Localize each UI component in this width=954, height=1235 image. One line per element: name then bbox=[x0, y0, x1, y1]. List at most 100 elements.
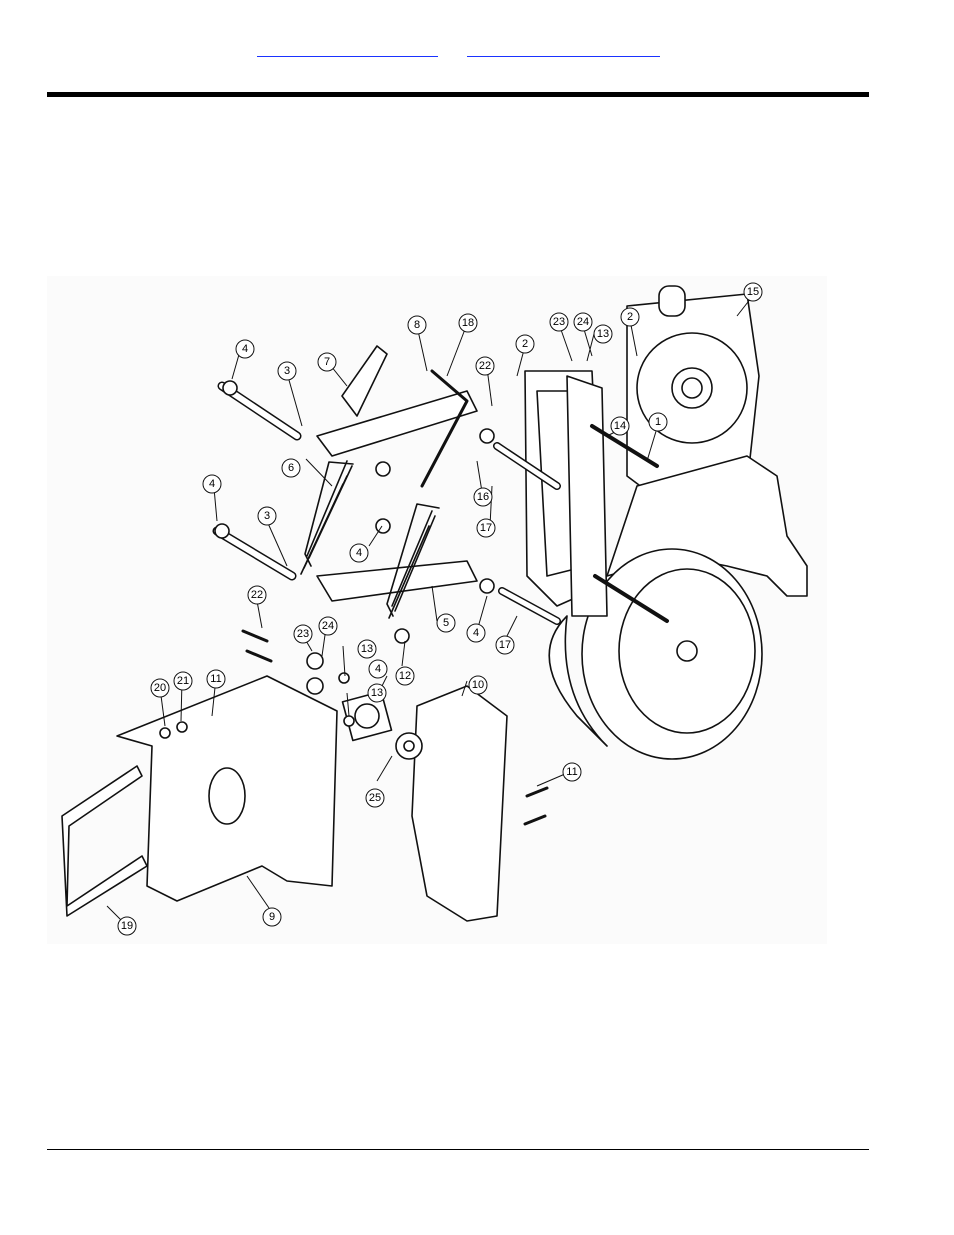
svg-text:1: 1 bbox=[655, 416, 661, 428]
parts-drawing: 1 2 2 3 3 4 4 4 4 4 5 6 7 8 9 10 11 11 1… bbox=[61, 282, 808, 936]
callout-3a: 3 bbox=[277, 361, 297, 381]
svg-text:9: 9 bbox=[269, 911, 275, 923]
callout-2b: 2 bbox=[515, 334, 535, 354]
svg-text:12: 12 bbox=[399, 670, 411, 682]
sprocket bbox=[395, 732, 423, 760]
callout-13c: 13 bbox=[593, 324, 613, 344]
svg-text:2: 2 bbox=[627, 311, 633, 323]
seed-disc bbox=[636, 332, 748, 444]
svg-text:11: 11 bbox=[566, 766, 577, 778]
callout-11a: 11 bbox=[206, 669, 226, 689]
callout-4b: 4 bbox=[202, 474, 222, 494]
meter-inlet bbox=[658, 285, 686, 317]
u-bolt bbox=[61, 765, 148, 917]
svg-text:5: 5 bbox=[443, 617, 449, 629]
gauge-wheel-rim bbox=[618, 568, 756, 734]
svg-text:22: 22 bbox=[479, 360, 491, 372]
header-link-1[interactable] bbox=[257, 40, 438, 57]
callout-21: 21 bbox=[173, 671, 193, 691]
svg-text:4: 4 bbox=[375, 663, 381, 675]
svg-text:17: 17 bbox=[499, 639, 511, 651]
callout-9: 9 bbox=[262, 907, 282, 927]
callout-4d: 4 bbox=[466, 623, 486, 643]
header-rule bbox=[47, 92, 869, 97]
svg-text:18: 18 bbox=[462, 317, 474, 329]
upper-parallel-arm bbox=[316, 390, 478, 457]
callout-3b: 3 bbox=[257, 506, 277, 526]
svg-text:4: 4 bbox=[356, 547, 362, 559]
callout-11b: 11 bbox=[562, 762, 582, 782]
bushing bbox=[222, 380, 238, 396]
svg-text:13: 13 bbox=[371, 687, 383, 699]
callout-14: 14 bbox=[610, 416, 630, 436]
opener-disc bbox=[548, 615, 608, 747]
callout-24a: 24 bbox=[573, 312, 593, 332]
down-pressure-spring-left bbox=[300, 460, 354, 575]
svg-text:7: 7 bbox=[324, 356, 330, 368]
svg-text:6: 6 bbox=[288, 462, 294, 474]
meter-hub bbox=[671, 367, 713, 409]
callout-4c: 4 bbox=[349, 543, 369, 563]
long-bolt-upper bbox=[590, 424, 659, 468]
gauge-wheel bbox=[581, 548, 763, 760]
svg-text:13: 13 bbox=[597, 328, 609, 340]
callout-16: 16 bbox=[473, 487, 493, 507]
callout-17b: 17 bbox=[495, 635, 515, 655]
mount-bracket bbox=[566, 375, 608, 617]
callout-13b: 13 bbox=[367, 683, 387, 703]
svg-text:17: 17 bbox=[480, 522, 492, 534]
svg-text:24: 24 bbox=[322, 620, 334, 632]
callout-7: 7 bbox=[317, 352, 337, 372]
callout-23a: 23 bbox=[549, 312, 569, 332]
svg-text:3: 3 bbox=[284, 365, 290, 377]
callout-24b: 24 bbox=[318, 616, 338, 636]
callout-13a: 13 bbox=[357, 639, 377, 659]
callout-1: 1 bbox=[648, 412, 668, 432]
mounting-bracket-left bbox=[116, 675, 338, 902]
svg-text:8: 8 bbox=[414, 319, 420, 331]
svg-text:4: 4 bbox=[473, 627, 479, 639]
svg-text:22: 22 bbox=[251, 589, 263, 601]
svg-text:14: 14 bbox=[614, 420, 626, 432]
callout-18: 18 bbox=[458, 313, 478, 333]
callout-20: 20 bbox=[150, 678, 170, 698]
callout-19: 19 bbox=[117, 916, 137, 936]
spring-bracket bbox=[341, 345, 388, 417]
svg-text:21: 21 bbox=[177, 675, 189, 687]
adjustment-handle bbox=[420, 369, 469, 488]
callout-22b: 22 bbox=[247, 585, 267, 605]
callout-22a: 22 bbox=[475, 356, 495, 376]
svg-text:4: 4 bbox=[209, 478, 215, 490]
callout-4e: 4 bbox=[368, 659, 388, 679]
svg-text:23: 23 bbox=[553, 316, 565, 328]
callout-6: 6 bbox=[281, 458, 301, 478]
svg-text:15: 15 bbox=[747, 286, 759, 298]
callout-2a: 2 bbox=[620, 307, 640, 327]
callout-17a: 17 bbox=[476, 518, 496, 538]
callout-4a: 4 bbox=[235, 339, 255, 359]
exploded-parts-diagram: 1 2 2 3 3 4 4 4 4 4 5 6 7 8 9 10 11 11 1… bbox=[47, 276, 827, 944]
lower-parallel-arm bbox=[316, 560, 478, 602]
svg-text:23: 23 bbox=[297, 628, 309, 640]
svg-text:24: 24 bbox=[577, 316, 589, 328]
header-link-2[interactable] bbox=[467, 40, 660, 57]
svg-text:2: 2 bbox=[522, 338, 528, 350]
callout-15: 15 bbox=[743, 282, 763, 302]
down-pressure-spring-right bbox=[386, 503, 440, 619]
svg-text:3: 3 bbox=[264, 510, 270, 522]
callout-25: 25 bbox=[365, 788, 385, 808]
callout-23b: 23 bbox=[293, 624, 313, 644]
callout-12: 12 bbox=[395, 666, 415, 686]
long-bolt bbox=[593, 574, 669, 623]
callout-10: 10 bbox=[468, 675, 488, 695]
callout-8: 8 bbox=[407, 315, 427, 335]
footer-rule bbox=[47, 1149, 869, 1150]
callout-5: 5 bbox=[436, 613, 456, 633]
svg-text:10: 10 bbox=[472, 679, 484, 691]
svg-text:19: 19 bbox=[121, 920, 133, 932]
svg-text:20: 20 bbox=[154, 682, 166, 694]
svg-text:11: 11 bbox=[210, 673, 221, 685]
svg-text:16: 16 bbox=[477, 491, 489, 503]
svg-text:25: 25 bbox=[369, 792, 381, 804]
svg-text:4: 4 bbox=[242, 343, 248, 355]
